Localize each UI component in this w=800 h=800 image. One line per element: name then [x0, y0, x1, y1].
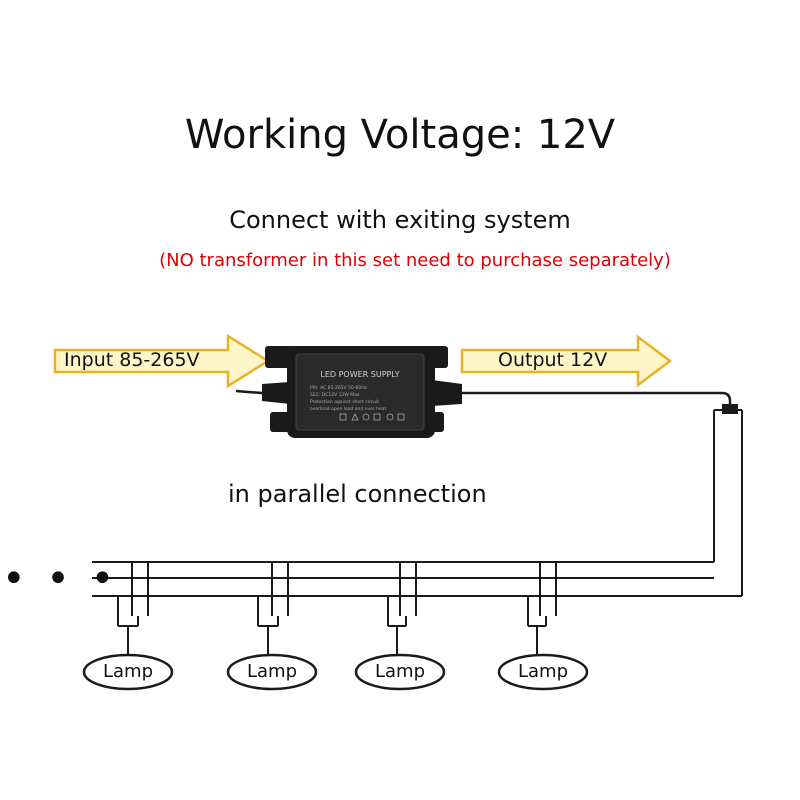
- certification-icons: [339, 413, 405, 421]
- input-arrow: [53, 333, 271, 389]
- spec-line: SEC: DC12V 12W Max: [310, 392, 360, 398]
- lamp-label: Lamp: [102, 661, 154, 682]
- power-supply: LED POWER SUPPLY PRI: AC 85-265V 50-60Hz…: [265, 346, 448, 438]
- lamp-branch: [527, 562, 557, 660]
- spec-line: Protection against short circuit: [310, 399, 379, 405]
- input-label: Input 85-265V: [64, 349, 200, 371]
- continuation-dots: • • •: [2, 556, 119, 602]
- lamp-branch: [117, 562, 149, 660]
- parallel-connection-label: in parallel connection: [228, 480, 487, 508]
- lamp-branch: [257, 562, 289, 660]
- lamp-shape: [82, 653, 174, 691]
- strain-relief-right: [432, 380, 462, 406]
- lamp-shape: [226, 653, 318, 691]
- output-arrow: [460, 334, 673, 388]
- lamp-shape: [354, 653, 446, 691]
- power-supply-label: LED POWER SUPPLY: [320, 370, 399, 379]
- lamp-shape: [497, 653, 589, 691]
- spec-line: PRI: AC 85-265V 50-60Hz: [310, 385, 368, 391]
- subtitle: Connect with exiting system: [229, 206, 571, 234]
- spec-line: overload open load and over heat: [310, 406, 387, 412]
- lamp-label: Lamp: [374, 661, 426, 682]
- lamp-label: Lamp: [246, 661, 298, 682]
- lamp-branch: [387, 562, 417, 660]
- transformer-note: (NO transformer in this set need to purc…: [159, 250, 671, 271]
- output-cable: [460, 391, 732, 412]
- output-label: Output 12V: [498, 349, 608, 371]
- lamp-label: Lamp: [517, 661, 569, 682]
- page-title: Working Voltage: 12V: [184, 112, 616, 158]
- strain-relief-left: [262, 382, 290, 404]
